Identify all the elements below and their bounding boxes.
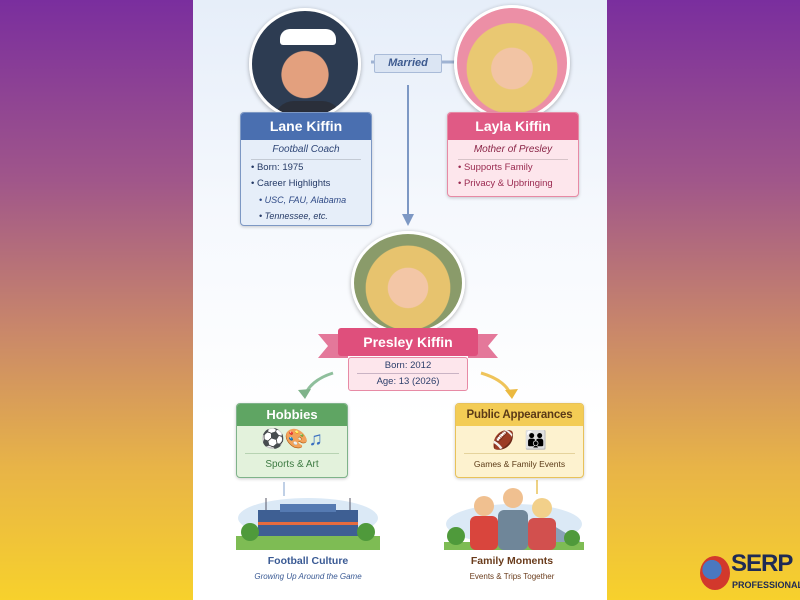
hobbies-card: Hobbies ⚽🎨♫ Sports & Art [236, 403, 348, 478]
lane-subitem: • USC, FAU, Alabama [259, 195, 347, 205]
public-appearances-card: Public Appearances 🏈 👪 Games & Family Ev… [455, 403, 584, 478]
presley-name: Presley Kiffin [363, 334, 453, 350]
presley-born: Born: 2012 [357, 358, 459, 374]
music-note-icon: ♫ [308, 429, 323, 450]
stadium-illustration [236, 498, 380, 550]
family-illustration [444, 488, 584, 550]
logo-name: SERP [731, 550, 793, 577]
down-arrow-head [402, 214, 414, 226]
paint-palette-icon: 🎨 [284, 429, 309, 450]
lane-card: Lane Kiffin Football Coach • Born: 1975 … [240, 112, 372, 226]
presley-info: Born: 2012 Age: 13 (2026) [348, 357, 468, 391]
layla-item: • Supports Family [458, 162, 533, 173]
serp-logo: SERP PROFESSIONALS [700, 550, 800, 594]
lane-name: Lane Kiffin [241, 113, 371, 140]
presley-photo [351, 231, 465, 335]
lane-item: • Career Highlights [251, 178, 331, 189]
hobbies-caption: Sports & Art [265, 459, 319, 470]
public-arrow-head [505, 389, 518, 399]
lane-item: • Born: 1975 [251, 162, 304, 173]
presley-ribbon [318, 328, 498, 358]
football-culture-subtitle: Growing Up Around the Game [254, 572, 362, 581]
presley-age: Age: 13 (2026) [376, 376, 440, 387]
lane-photo [249, 8, 361, 120]
public-caption: Games & Family Events [473, 459, 566, 469]
married-label: Married [374, 54, 442, 73]
logo-tagline: PROFESSIONALS [732, 580, 800, 590]
visor [280, 29, 336, 45]
family-icon: 👪 [524, 430, 547, 450]
family-moments-title: Family Moments [470, 555, 554, 567]
public-title: Public Appearances [456, 404, 583, 426]
logo-emblem-icon [700, 556, 730, 590]
layla-role: Mother of Presley [458, 140, 568, 160]
layla-name: Layla Kiffin [448, 113, 578, 140]
lane-subitem: • Tennessee, etc. [259, 211, 328, 221]
layla-card: Layla Kiffin Mother of Presley • Support… [447, 112, 579, 197]
lane-role: Football Coach [251, 140, 361, 160]
football-culture-title: Football Culture [267, 555, 349, 567]
layla-photo [454, 5, 570, 121]
family-moments-subtitle: Events & Trips Together [469, 572, 555, 581]
football-icon: 🏈 [492, 430, 515, 450]
layla-item: • Privacy & Upbringing [458, 178, 553, 189]
hobbies-arrow-head [298, 389, 311, 399]
soccer-ball-icon: ⚽ [261, 429, 285, 450]
hobbies-title: Hobbies [237, 404, 347, 426]
